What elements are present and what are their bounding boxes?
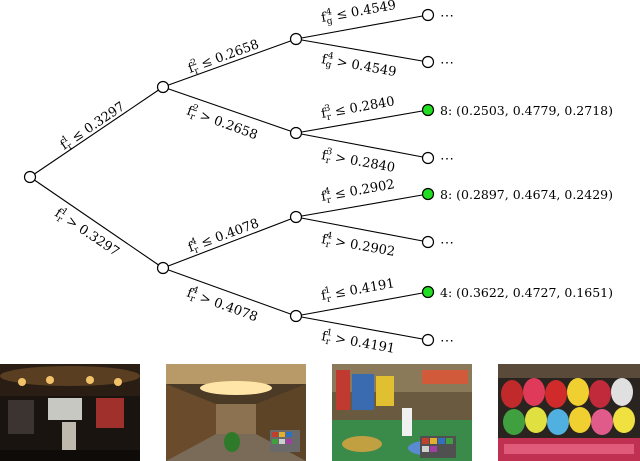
leaf-node-6 xyxy=(421,235,435,249)
leaf-label-7: 4: (0.3622, 0.4727, 0.1651) xyxy=(440,285,613,300)
leaf-label-5: 8: (0.2897, 0.4674, 0.2429) xyxy=(440,187,613,202)
edge-label-c-top: fg4≤0.4549 xyxy=(320,0,398,28)
edge-a-c xyxy=(162,38,297,88)
node-e xyxy=(289,210,303,224)
leaf-node-3 xyxy=(421,103,435,117)
backpacks-photo xyxy=(498,364,640,461)
edge-label-b-bot: fr4>0.4078 xyxy=(184,284,260,327)
leaf-node-7 xyxy=(421,285,435,299)
leaf-labels: ⋯ ⋯ 8: (0.2503, 0.4779, 0.2718) ⋯ 8: (0.… xyxy=(440,8,613,349)
node-g xyxy=(289,309,303,323)
hallway-photo xyxy=(166,364,306,461)
leaf-node-1 xyxy=(421,8,435,22)
playground-photo xyxy=(332,364,472,461)
edge-d-leaf4 xyxy=(295,132,429,159)
edge-label-d-top: fr3≤0.2840 xyxy=(320,92,396,124)
edge-root-b xyxy=(29,176,164,269)
edge-label-a-top: fr2≤0.2658 xyxy=(186,35,262,78)
edge-c-leaf1 xyxy=(295,14,429,40)
edge-d-leaf3 xyxy=(295,109,429,134)
node-c xyxy=(289,32,303,46)
edge-e-leaf6 xyxy=(295,216,429,243)
edge-b-e xyxy=(162,216,297,269)
edge-g-leaf7 xyxy=(295,291,429,317)
node-d xyxy=(289,126,303,140)
edge-b-g xyxy=(162,267,297,317)
edge-label-g-top: fr1≤0.4191 xyxy=(320,274,396,306)
tree-edges xyxy=(29,14,429,341)
leaf-node-8 xyxy=(421,333,435,347)
leaf-node-2 xyxy=(421,55,435,69)
edge-label-a-bot: fr2>0.2658 xyxy=(184,102,260,145)
leaf-label-4: ⋯ xyxy=(440,151,454,167)
edge-a-d xyxy=(162,86,297,134)
tree-nodes xyxy=(23,8,435,347)
decision-tree: fr1≤0.3297 fr1>0.3297 fr2≤0.2658 fr2>0.2… xyxy=(23,0,613,357)
edge-label-d-bot: fr3>0.2840 xyxy=(320,146,396,178)
node-a xyxy=(156,80,170,94)
leaf-node-4 xyxy=(421,151,435,165)
edge-c-leaf2 xyxy=(295,38,429,63)
lobby-photo xyxy=(0,364,140,461)
edge-label-e-bot: fr4>0.2902 xyxy=(320,230,396,262)
leaf-label-3: 8: (0.2503, 0.4779, 0.2718) xyxy=(440,103,613,118)
leaf-label-1: ⋯ xyxy=(440,8,454,24)
edge-label-e-top: fr4≤0.2902 xyxy=(320,175,396,207)
leaf-label-8: ⋯ xyxy=(440,333,454,349)
edge-root-a xyxy=(29,86,164,178)
edge-label-b-top: fr4≤0.4078 xyxy=(186,214,262,257)
edge-e-leaf5 xyxy=(295,193,429,218)
root-node xyxy=(23,170,37,184)
leaf-node-5 xyxy=(421,187,435,201)
leaf-label-2: ⋯ xyxy=(440,55,454,71)
edge-label-root-left: fr1≤0.3297 xyxy=(57,98,129,155)
node-b xyxy=(156,261,170,275)
edge-g-leaf8 xyxy=(295,315,429,341)
edge-labels: fr1≤0.3297 fr1>0.3297 fr2≤0.2658 fr2>0.2… xyxy=(52,0,398,357)
leaf-label-6: ⋯ xyxy=(440,235,454,251)
